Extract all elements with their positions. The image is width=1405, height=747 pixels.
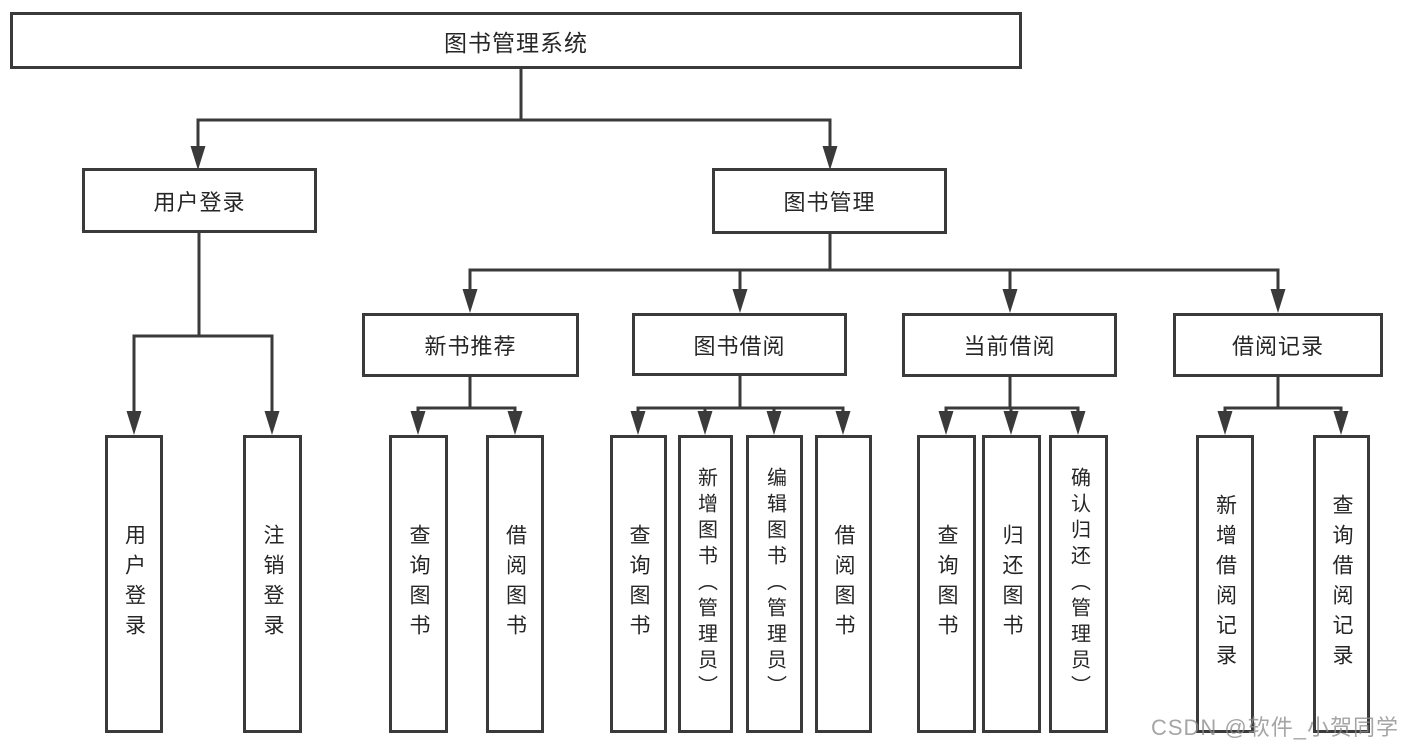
leaf-borrow-books-borrowing-label: 借阅图书 bbox=[832, 524, 855, 644]
node-current-borrowing-label: 当前借阅 bbox=[963, 334, 1056, 359]
leaf-confirm-return-admin-label: 确认归还（管理员） bbox=[1067, 467, 1090, 701]
leaf-add-borrow-record-label: 新增借阅记录 bbox=[1213, 494, 1237, 674]
leaf-query-books-borrowing-label: 查询图书 bbox=[627, 524, 650, 644]
leaf-borrow-books-recommend: 借阅图书 bbox=[486, 435, 544, 733]
connector-new-book-recommend-branch bbox=[410, 375, 523, 435]
node-borrow-records-label: 借阅记录 bbox=[1231, 334, 1324, 359]
node-root: 图书管理系统 bbox=[10, 12, 1022, 69]
node-current-borrowing: 当前借阅 bbox=[902, 313, 1117, 377]
leaf-query-books-recommend: 查询图书 bbox=[389, 435, 448, 733]
connector-user-login-branch bbox=[126, 231, 280, 435]
leaf-add-books-admin-label: 新增图书（管理员） bbox=[694, 467, 717, 701]
leaf-return-books-label: 归还图书 bbox=[1000, 524, 1023, 644]
leaf-logout: 注销登录 bbox=[243, 435, 302, 733]
connector-current-borrowing-branch bbox=[938, 375, 1086, 435]
connector-book-borrowing-branch bbox=[630, 374, 851, 435]
leaf-edit-books-admin: 编辑图书（管理员） bbox=[746, 435, 803, 733]
leaf-query-borrow-record-label: 查询借阅记录 bbox=[1330, 494, 1353, 674]
node-book-borrowing: 图书借阅 bbox=[632, 313, 847, 376]
node-book-management: 图书管理 bbox=[712, 168, 947, 234]
leaf-edit-books-admin-label: 编辑图书（管理员） bbox=[763, 467, 786, 701]
leaf-return-books: 归还图书 bbox=[982, 435, 1041, 733]
leaf-query-books-borrowing: 查询图书 bbox=[610, 435, 667, 733]
leaf-query-books-current-label: 查询图书 bbox=[935, 524, 958, 644]
node-book-management-label: 图书管理 bbox=[783, 190, 876, 215]
connector-book-management-branch bbox=[462, 232, 1286, 313]
leaf-query-books-recommend-label: 查询图书 bbox=[407, 524, 430, 644]
leaf-add-books-admin: 新增图书（管理员） bbox=[678, 435, 733, 733]
node-borrow-records: 借阅记录 bbox=[1173, 313, 1383, 377]
connector-borrow-records-branch bbox=[1217, 375, 1349, 435]
leaf-user-login: 用户登录 bbox=[105, 435, 163, 733]
leaf-user-login-label: 用户登录 bbox=[122, 524, 146, 644]
node-root-label: 图书管理系统 bbox=[444, 29, 588, 56]
node-user-login: 用户登录 bbox=[82, 168, 317, 233]
node-book-borrowing-label: 图书借阅 bbox=[693, 333, 786, 359]
leaf-query-borrow-record: 查询借阅记录 bbox=[1313, 435, 1370, 733]
connector-root-to-level2 bbox=[190, 67, 838, 170]
node-user-login-label: 用户登录 bbox=[153, 189, 246, 215]
leaf-query-books-current: 查询图书 bbox=[917, 435, 976, 733]
leaf-borrow-books-borrowing: 借阅图书 bbox=[815, 435, 872, 733]
leaf-logout-label: 注销登录 bbox=[261, 524, 284, 644]
node-new-book-recommend: 新书推荐 bbox=[362, 313, 579, 377]
leaf-borrow-books-recommend-label: 借阅图书 bbox=[503, 524, 527, 644]
leaf-add-borrow-record: 新增借阅记录 bbox=[1196, 435, 1254, 733]
node-new-book-recommend-label: 新书推荐 bbox=[424, 334, 517, 359]
leaf-confirm-return-admin: 确认归还（管理员） bbox=[1049, 435, 1108, 733]
